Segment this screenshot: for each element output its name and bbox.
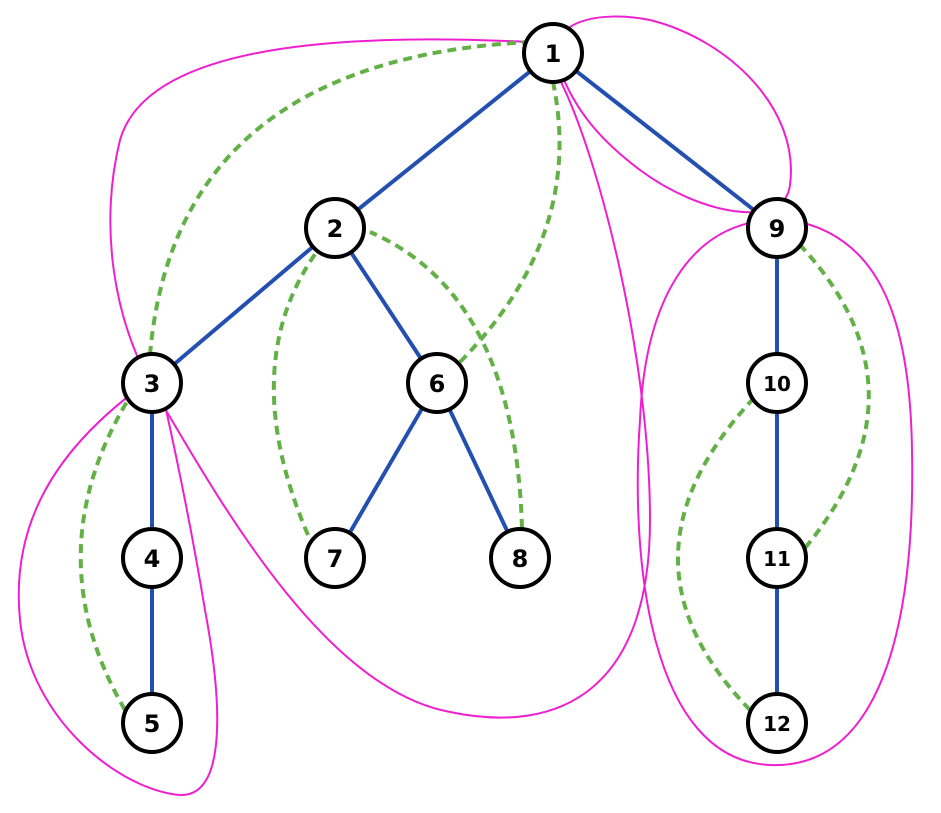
node-5-circle: [121, 692, 183, 754]
node-3-label: 3: [144, 370, 161, 398]
block-outlines-layer: [17, 15, 914, 797]
back-edge-3-1: [148, 40, 531, 356]
node-1-circle: [522, 22, 584, 84]
node-10-label: 10: [763, 372, 791, 396]
back-edge-6-1: [458, 81, 562, 364]
node-11-circle: [746, 527, 808, 589]
block-1-9-outline: [555, 15, 792, 214]
back-edge-11-9: [798, 243, 871, 550]
tree-edges-layer: [150, 68, 779, 696]
node-2-circle: [304, 197, 366, 259]
node-6-label: 6: [429, 370, 446, 398]
node-8-circle: [489, 527, 551, 589]
node-7: 7: [304, 527, 366, 589]
back-edges-layer: [78, 40, 871, 712]
node-4-circle: [121, 527, 183, 589]
node-8-label: 8: [512, 545, 529, 573]
node-7-circle: [304, 527, 366, 589]
node-1-label: 1: [545, 40, 562, 68]
node-6: 6: [406, 352, 468, 414]
node-8: 8: [489, 527, 551, 589]
node-9-circle: [746, 197, 808, 259]
tree-edge-2-3: [172, 244, 315, 367]
node-4: 4: [121, 527, 183, 589]
tree-edge-6-8: [447, 407, 510, 534]
node-2-label: 2: [327, 215, 344, 243]
node-5-label: 5: [144, 710, 161, 738]
node-7-label: 7: [327, 545, 344, 573]
tree-edge-1-9: [573, 68, 757, 213]
node-4-label: 4: [144, 545, 161, 573]
node-12: 12: [746, 692, 808, 754]
node-3: 3: [121, 352, 183, 414]
node-9: 9: [746, 197, 808, 259]
node-12-circle: [746, 692, 808, 754]
node-2: 2: [304, 197, 366, 259]
node-11: 11: [746, 527, 808, 589]
tree-edge-2-6: [348, 250, 424, 361]
back-edge-7-2: [271, 248, 320, 536]
node-9-label: 9: [769, 215, 786, 243]
back-edge-5-3: [78, 398, 130, 712]
node-5: 5: [121, 692, 183, 754]
node-10-circle: [746, 352, 808, 414]
back-edge-12-10: [676, 398, 754, 712]
node-11-label: 11: [763, 547, 791, 571]
tree-edge-1-2: [355, 69, 533, 212]
node-10: 10: [746, 352, 808, 414]
tree-edge-6-7: [347, 406, 425, 535]
node-1: 1: [522, 22, 584, 84]
block-1-2-3-6-7-8-outline: [109, 38, 652, 719]
node-6-circle: [406, 352, 468, 414]
node-3-circle: [121, 352, 183, 414]
block-3-4-5-outline: [17, 390, 219, 797]
block-9-10-11-12-outline: [636, 218, 914, 767]
back-edge-8-2: [369, 230, 524, 529]
node-12-label: 12: [763, 712, 791, 736]
